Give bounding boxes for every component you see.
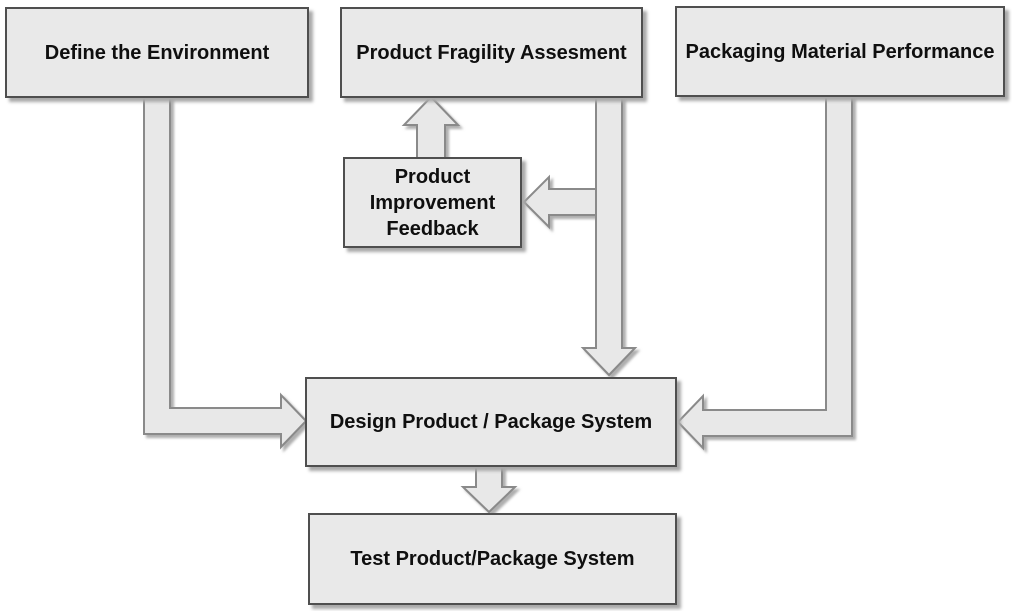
arrow-packaging-to-design (676, 94, 853, 451)
arrow-define-to-design (143, 95, 308, 450)
arrow-fragility-to-feedback (522, 174, 600, 230)
node-test-product-package-system: Test Product/Package System (308, 513, 677, 605)
node-product-fragility-assesment-label: Product Fragility Assesment (356, 41, 627, 64)
arrow-fragility-to-design (580, 95, 638, 377)
arrow-design-to-test (460, 464, 518, 514)
arrow-feedback-to-fragility (401, 95, 461, 160)
node-packaging-material-performance-label: Packaging Material Performance (685, 40, 995, 63)
node-product-improvement-feedback-label: Product Improvement Feedback (369, 165, 496, 240)
node-packaging-material-performance: Packaging Material Performance (675, 6, 1005, 97)
node-design-product-package-system-label: Design Product / Package System (329, 411, 653, 433)
node-product-improvement-feedback: Product Improvement Feedback (343, 157, 522, 248)
node-define-environment-label: Define the Environment (44, 41, 270, 64)
node-product-fragility-assesment: Product Fragility Assesment (340, 7, 643, 98)
node-design-product-package-system: Design Product / Package System (305, 377, 677, 467)
node-define-environment: Define the Environment (5, 7, 309, 98)
node-test-product-package-system-label: Test Product/Package System (350, 548, 635, 570)
